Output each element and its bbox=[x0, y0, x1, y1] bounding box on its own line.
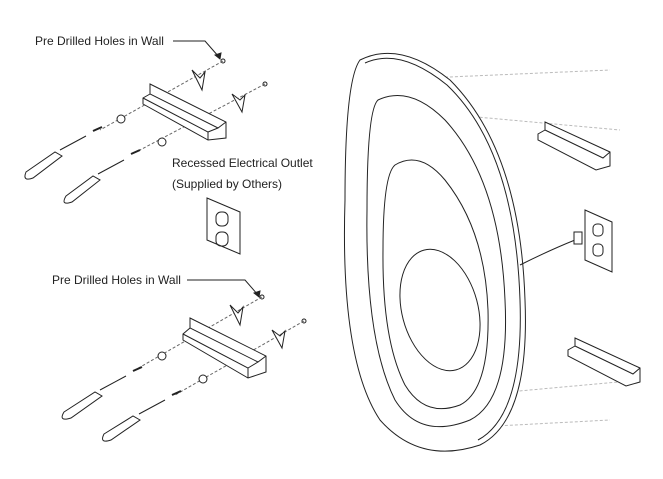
label-supplied-by-others: (Supplied by Others) bbox=[172, 177, 283, 191]
leader-arrow-bottom bbox=[187, 279, 259, 296]
mirror-center-glass bbox=[399, 248, 481, 372]
arrow-head-icon bbox=[213, 52, 222, 60]
label-pre-drilled-holes-top: Pre Drilled Holes in Wall bbox=[35, 34, 164, 48]
mounting-bracket bbox=[182, 317, 267, 379]
arrow-head-icon bbox=[252, 290, 261, 298]
outlet-right bbox=[584, 209, 613, 273]
mounting-bracket bbox=[142, 83, 227, 141]
wall-anchor bbox=[191, 69, 206, 92]
wall-hole bbox=[262, 81, 268, 87]
washer bbox=[157, 137, 167, 147]
wall-hole bbox=[259, 294, 265, 300]
bottom-mounting-assembly bbox=[61, 279, 307, 442]
mounting-bracket-right bbox=[537, 121, 611, 171]
screwdriver bbox=[102, 399, 166, 442]
screw bbox=[92, 126, 141, 155]
wall-anchor bbox=[231, 93, 246, 114]
outlet-left bbox=[206, 197, 241, 255]
washer bbox=[198, 374, 208, 384]
wall-hole bbox=[301, 318, 307, 324]
power-cord bbox=[519, 239, 576, 266]
leader-arrow-top bbox=[173, 40, 220, 58]
screwdriver bbox=[24, 135, 87, 180]
washer bbox=[157, 351, 167, 361]
label-recessed-outlet: Recessed Electrical Outlet bbox=[172, 156, 313, 170]
washer bbox=[116, 114, 126, 124]
top-mounting-assembly bbox=[24, 40, 268, 204]
label-pre-drilled-holes-bottom: Pre Drilled Holes in Wall bbox=[52, 273, 181, 287]
screwdriver bbox=[61, 375, 127, 420]
wall-hole bbox=[220, 58, 226, 64]
mounting-bracket-right bbox=[567, 337, 641, 387]
mirror-assembly bbox=[343, 52, 641, 452]
screwdriver bbox=[63, 159, 125, 204]
